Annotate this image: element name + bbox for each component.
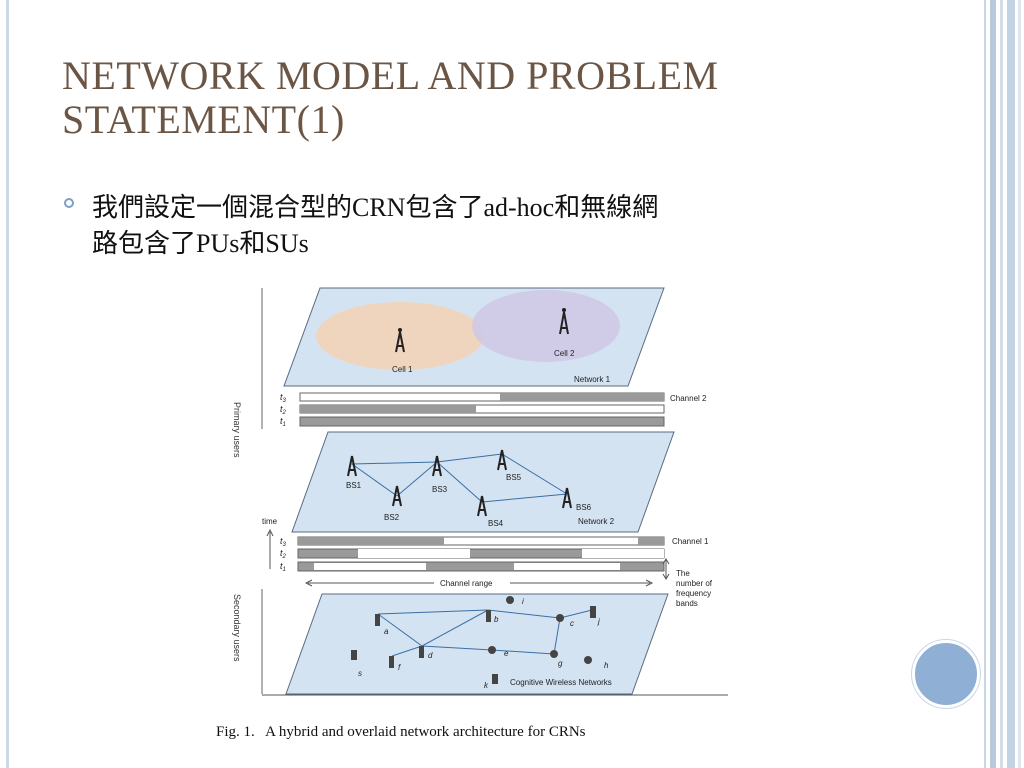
tower-icon <box>497 449 507 471</box>
cell2-area <box>472 290 620 362</box>
channel-range-label: Channel range <box>440 579 493 588</box>
decorative-circle <box>912 640 980 708</box>
t1-label-ch1: t1 <box>280 561 286 573</box>
tower-icon <box>432 455 442 477</box>
network2-links <box>351 453 568 503</box>
channel1-bars <box>297 536 665 572</box>
bullet-text: 我們設定一個混合型的CRN包含了ad-hoc和無線網 路包含了PUs和SUs <box>92 190 872 262</box>
tower-icon <box>347 455 357 477</box>
node-j: j <box>597 617 600 626</box>
secondary-plane <box>285 593 669 695</box>
secondary-users-label: Secondary users <box>232 594 242 662</box>
freq-note-3: frequency <box>676 589 711 598</box>
tower-icon <box>562 487 572 509</box>
bs3-label: BS3 <box>432 485 448 494</box>
node-b: b <box>494 615 499 624</box>
freq-note-2: number of <box>676 579 713 588</box>
bullet-circle-icon <box>64 198 74 208</box>
t3-label: t3 <box>280 392 287 404</box>
channel1-label: Channel 1 <box>672 537 709 546</box>
t2-label: t2 <box>280 404 287 416</box>
title-line-1: NETWORK MODEL AND PROBLEM <box>62 53 719 98</box>
t2-label-ch1: t2 <box>280 548 287 560</box>
cell2-label: Cell 2 <box>554 349 575 358</box>
figure-caption: Fig. 1. A hybrid and overlaid network ar… <box>216 724 586 740</box>
node-c: c <box>570 619 574 628</box>
t1-label: t1 <box>280 416 286 428</box>
tower-icon <box>477 495 487 517</box>
tower-icon <box>395 328 405 353</box>
cell1-label: Cell 1 <box>392 365 413 374</box>
node-i: i <box>522 597 524 606</box>
frequency-arrow <box>662 558 670 580</box>
node-h: h <box>604 661 609 670</box>
bs2-label: BS2 <box>384 513 400 522</box>
page-title: NETWORK MODEL AND PROBLEM STATEMENT(1) <box>62 54 882 142</box>
bs5-label: BS5 <box>506 473 522 482</box>
cognitive-network-label: Cognitive Wireless Networks <box>510 678 612 687</box>
left-rule <box>6 0 9 768</box>
network2-plane <box>291 431 675 533</box>
bs4-label: BS4 <box>488 519 504 528</box>
node-k: k <box>484 681 489 690</box>
channel2-label: Channel 2 <box>670 394 707 403</box>
freq-note-1: The <box>676 569 690 578</box>
time-label: time <box>262 517 278 526</box>
network-architecture-figure: Primary users Secondary users Cell 1 Cel… <box>212 284 732 754</box>
secondary-nodes <box>351 596 596 684</box>
title-line-2: STATEMENT(1) <box>62 97 345 142</box>
network2-label: Network 2 <box>578 517 615 526</box>
node-g: g <box>558 659 563 668</box>
bullet-line-1: 我們設定一個混合型的CRN包含了ad-hoc和無線網 <box>92 193 659 222</box>
node-s: s <box>358 669 362 678</box>
right-border <box>978 0 1024 768</box>
tower-icon <box>392 485 402 507</box>
channel2-bars <box>299 392 665 427</box>
time-arrow-head <box>266 528 274 537</box>
secondary-links <box>377 609 593 657</box>
node-d: d <box>428 651 433 660</box>
node-e: e <box>504 649 509 658</box>
bs1-label: BS1 <box>346 481 362 490</box>
bs6-label: BS6 <box>576 503 592 512</box>
bullet-line-2: 路包含了PUs和SUs <box>92 229 309 258</box>
tower-icon <box>559 308 569 335</box>
primary-users-label: Primary users <box>232 402 242 458</box>
network-diagram-svg: Primary users Secondary users Cell 1 Cel… <box>216 287 728 740</box>
node-f: f <box>398 663 401 672</box>
freq-note-4: bands <box>676 599 698 608</box>
t3-label-ch1: t3 <box>280 536 287 548</box>
node-a: a <box>384 627 389 636</box>
network1-label: Network 1 <box>574 375 611 384</box>
